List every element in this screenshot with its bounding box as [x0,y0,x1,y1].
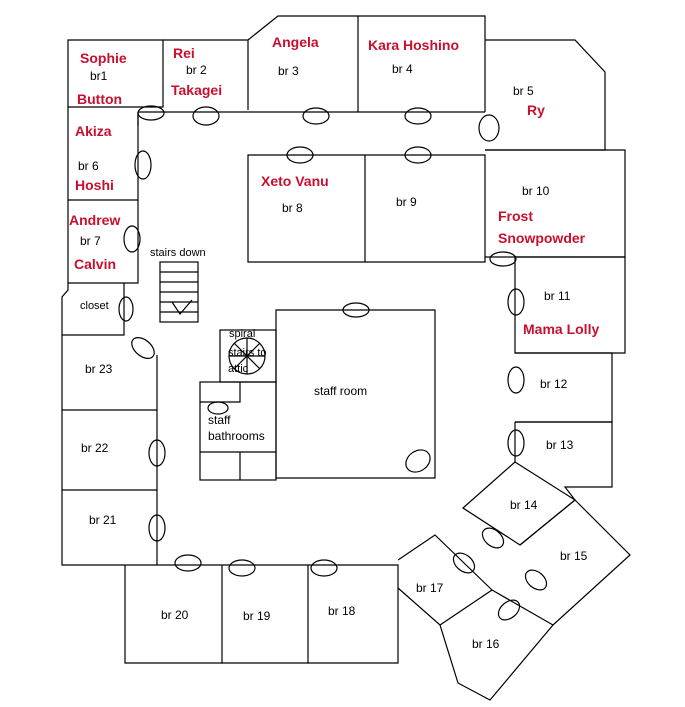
door-br17 [452,552,476,574]
label-spiral-3: attic [228,363,249,375]
label-br12: br 12 [540,377,568,391]
door-br6 [134,150,152,180]
label-br13: br 13 [546,438,574,452]
label-br10: br 10 [522,184,550,198]
occupant-br6-line1: Akiza [75,123,112,139]
door-br10 [489,251,517,267]
label-spiral-1: spiral [229,328,255,340]
label-staff-bathrooms-2: bathrooms [208,429,265,443]
label-br5: br 5 [513,84,534,98]
occupant-br5: Ry [527,102,545,118]
label-br15: br 15 [560,549,588,563]
room-br22-wall [61,410,158,491]
occupant-br2-line1: Rei [173,45,195,61]
label-br9: br 9 [396,195,417,209]
label-br11: br 11 [544,289,571,303]
room-br23-wall [61,335,158,411]
door-br2 [192,106,220,126]
occupant-br10-line1: Frost [498,208,533,224]
occupant-br10-line2: Snowpowder [498,230,586,246]
door-br13 [507,429,525,457]
occupant-br7-line2: Calvin [74,256,116,272]
door-br23 [131,337,155,359]
door-br11 [507,288,525,316]
door-br15 [524,569,548,591]
staff-bathrooms-stalls [200,382,276,480]
door-staff-bathrooms [207,401,229,415]
room-br18-wall [125,564,399,664]
room-br6-wall [67,107,139,201]
label-stairs-down: stairs down [150,247,206,259]
room-br20-wall [124,565,223,664]
door-br12 [507,366,525,394]
label-br1: br1 [90,69,108,83]
room-closet-wall [61,283,125,336]
label-staff-bathrooms-1: staff [208,413,231,427]
stairs-down-steps [160,271,198,315]
occupant-br1-line2: Button [77,91,122,107]
occupant-br8: Xeto Vanu [261,173,329,189]
occupant-br7-line1: Andrew [69,212,120,228]
label-br19: br 19 [243,609,271,623]
door-br20 [174,554,202,572]
occupant-br2-line2: Takagei [171,82,222,98]
label-br6: br 6 [78,159,99,173]
occupant-br11: Mama Lolly [523,321,599,337]
room-br3-wall [247,15,359,112]
label-closet: closet [80,300,109,312]
door-br21 [148,514,166,542]
door-br3 [302,107,330,125]
label-br22: br 22 [81,441,109,455]
door-staff-room-top [342,302,370,318]
room-labels: br1 br 2 br 3 br 4 br 5 br 6 br 7 br 8 b… [78,62,588,651]
room-br8-wall [247,154,366,263]
door-br5 [478,114,500,142]
room-br5-wall [485,39,606,151]
occupant-br3: Angela [272,34,319,50]
label-br20: br 20 [161,608,189,622]
occupant-br6-line2: Hoshi [75,177,114,193]
label-br16: br 16 [472,637,500,651]
door-br8 [286,146,314,164]
door-br16 [497,599,521,621]
door-br4 [404,107,432,125]
room-br16-wall [439,589,554,701]
room-br7-wall [67,200,139,284]
door-br7 [123,225,141,253]
room-br21-wall [61,490,158,566]
occupant-br4: Kara Hoshino [368,37,459,53]
label-br14: br 14 [510,498,538,512]
staff-bathrooms-box [199,381,277,481]
door-br22 [148,439,166,467]
door-closet [118,296,134,322]
label-br8: br 8 [282,201,303,215]
label-br23: br 23 [85,362,113,376]
room-br17-wall [397,534,493,626]
label-br7: br 7 [80,234,101,248]
door-br19 [228,559,256,577]
occupant-br1-line1: Sophie [80,50,127,66]
door-br1 [137,105,165,121]
room-br9-wall [365,154,486,263]
label-br17: br 17 [416,581,444,595]
room-br4-wall [358,15,486,112]
room-br13-wall [514,421,613,501]
door-br9 [404,146,432,164]
label-br3: br 3 [278,64,299,78]
label-br2: br 2 [186,63,207,77]
door-staff-room-bottom [405,449,431,473]
label-spiral-2: stairs to [228,347,267,359]
room-br1-wall [67,39,164,108]
label-staff-room: staff room [314,384,367,398]
label-br21: br 21 [89,513,117,527]
room-br11-wall [514,256,626,354]
door-br18 [310,559,338,577]
doors [118,105,548,621]
label-br4: br 4 [392,62,413,76]
label-br18: br 18 [328,604,356,618]
door-br14 [481,527,505,549]
occupant-labels: Sophie Button Rei Takagei Angela Kara Ho… [69,34,599,337]
spiral-stairs-spokes [229,338,265,374]
